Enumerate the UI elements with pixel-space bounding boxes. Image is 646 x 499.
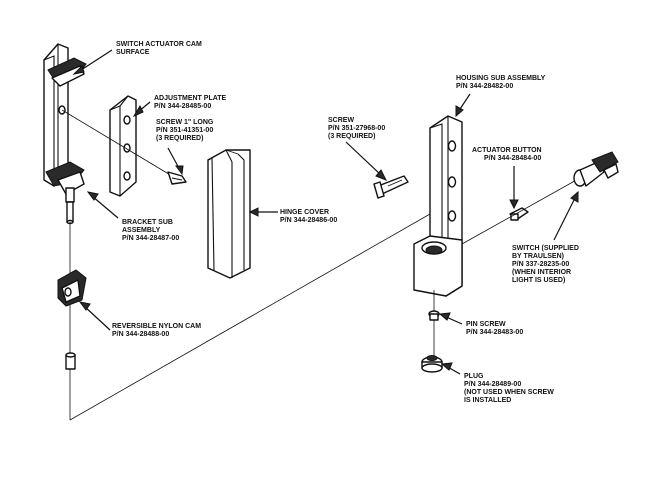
switch xyxy=(573,151,619,187)
label-reversible-nylon-cam: REVERSIBLE NYLON CAM P/N 344-28488-00 xyxy=(112,323,203,338)
housing-screw xyxy=(373,175,409,199)
screw-1in xyxy=(167,171,187,185)
small-bushing xyxy=(65,352,76,370)
screw-axis-line xyxy=(61,109,173,177)
label-housing-sub-assembly: HOUSING SUB ASSEMBLY P/N 344-28482-00 xyxy=(456,75,547,90)
pin-screw xyxy=(428,310,440,321)
label-plug: PLUG P/N 344-28489-00 (NOT USED WHEN SCR… xyxy=(464,373,556,404)
label-actuator-button: ACTUATOR BUTTON P/N 344-28484-00 xyxy=(472,147,544,162)
plug xyxy=(421,355,443,373)
actuator-button xyxy=(509,207,529,221)
housing-sub-assembly xyxy=(413,115,463,297)
label-pin-screw: PIN SCREW P/N 344-28483-00 xyxy=(466,321,523,336)
hinge-cover xyxy=(207,149,251,279)
part-labels: SWITCH ACTUATOR CAM SURFACE ADJUSTMENT P… xyxy=(112,41,581,404)
label-hinge-cover: HINGE COVER P/N 344-28486-00 xyxy=(280,209,337,224)
leader-arrows xyxy=(72,49,579,375)
hinge-axis-line xyxy=(69,213,431,421)
adjustment-plate xyxy=(109,95,137,197)
label-switch-actuator-cam: SWITCH ACTUATOR CAM SURFACE xyxy=(116,41,204,56)
reversible-nylon-cam xyxy=(57,269,87,307)
switch-axis-line xyxy=(461,177,581,245)
label-switch: SWITCH (SUPPLIED BY TRAULSEN) P/N 337-28… xyxy=(512,245,581,284)
label-bracket-sub-assembly: BRACKET SUB ASSEMBLY P/N 344-28487-00 xyxy=(122,219,179,242)
bracket-sub-assembly xyxy=(43,43,87,225)
label-adjustment-plate: ADJUSTMENT PLATE P/N 344-28485-00 xyxy=(154,95,228,110)
label-screw: SCREW P/N 351-27968-00 (3 REQUIRED) xyxy=(328,117,387,140)
label-screw-1in: SCREW 1" LONG P/N 351-41351-00 (3 REQUIR… xyxy=(156,119,215,142)
